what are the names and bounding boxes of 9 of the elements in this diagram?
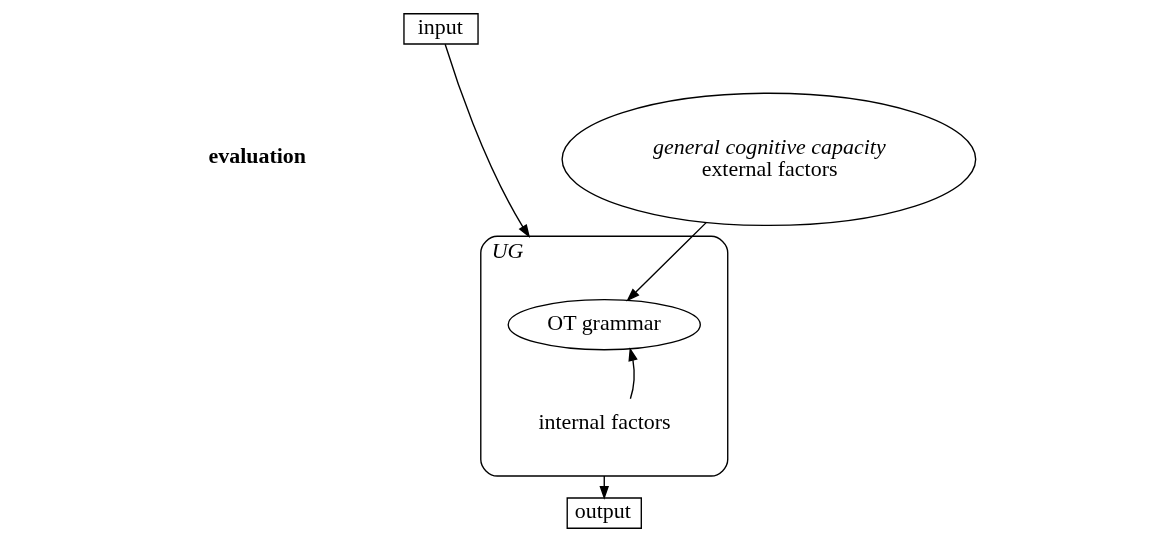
arrow xyxy=(443,43,530,239)
node-text: internal factors xyxy=(537,409,671,435)
node-box: output xyxy=(566,497,642,529)
node-ellipse: OT grammar xyxy=(507,298,701,351)
node-ellipse: general cognitive capacity external factors xyxy=(560,92,976,227)
node-box: input xyxy=(402,13,479,45)
arrow xyxy=(625,221,707,302)
arrow xyxy=(627,347,638,400)
label: evaluation xyxy=(207,143,306,169)
